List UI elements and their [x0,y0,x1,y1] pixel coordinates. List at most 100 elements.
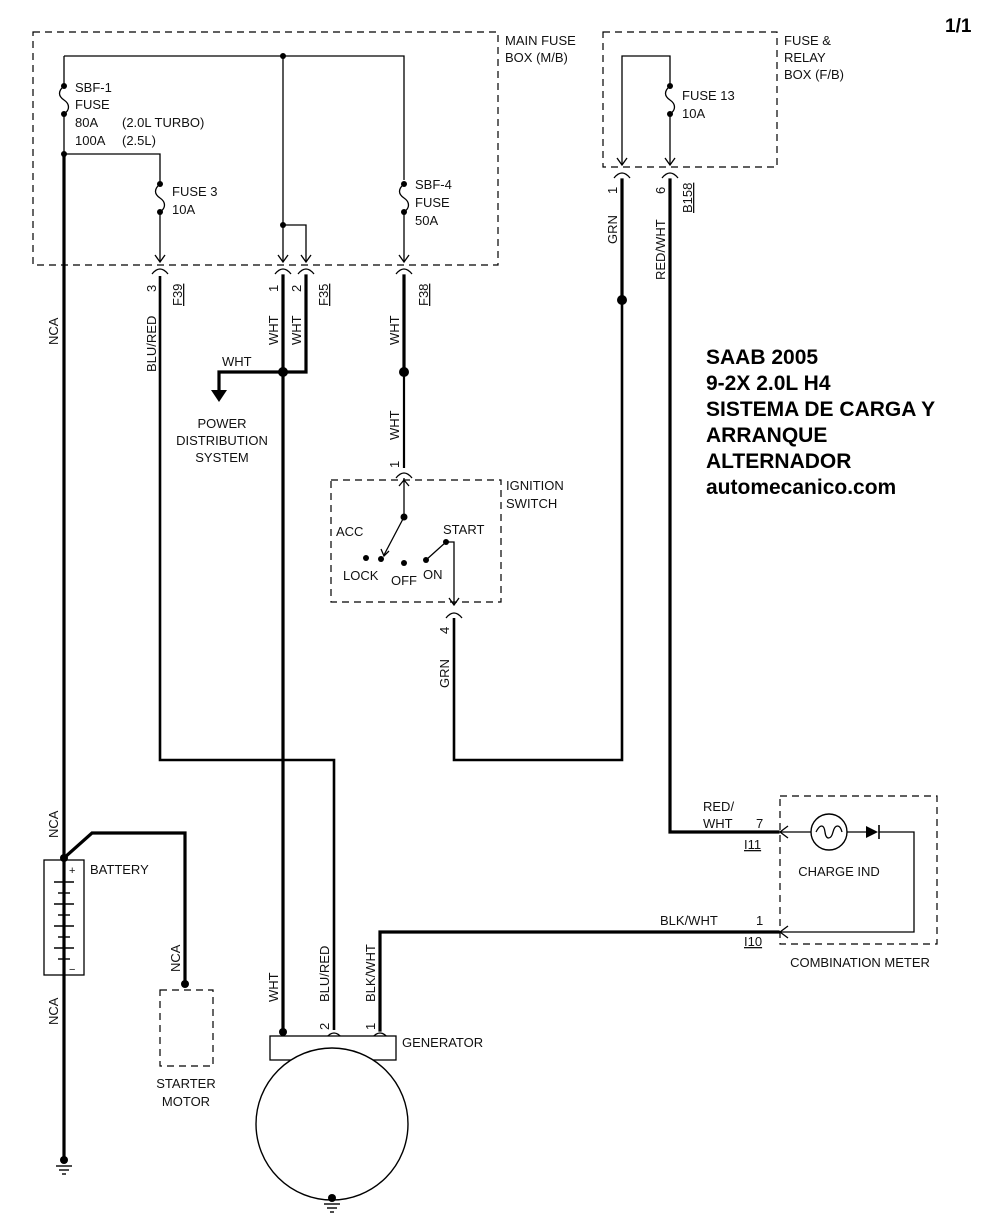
wire-label-grn-top: GRN [605,215,620,244]
fuse-relay-box-label-1: FUSE & [784,33,831,48]
wire-label-wht-branch: WHT [222,354,252,369]
title-line-4: ARRANQUE [706,424,827,447]
mb-connector-symbols [151,268,413,275]
battery-starter-wire [61,831,187,986]
meter-conn-i11: I11 [744,837,761,852]
power-dist-label-1: POWER [197,416,246,431]
title-line-2: 9-2X 2.0L H4 [706,372,831,395]
red-wht-meter-wire [668,178,780,834]
battery-plus: + [69,865,75,877]
fb-pin6-label: 6 [653,187,668,194]
acc-contact-icon [363,555,369,561]
wires [60,152,780,1160]
fuse-relay-box: FUSE & RELAY BOX (F/B) FUSE 13 10A [602,31,844,168]
generator-label: GENERATOR [402,1035,483,1050]
wire-label-grn-ign: GRN [437,659,452,688]
ign-pin-in-label: 1 [387,461,402,468]
fb-connector-symbols [613,172,679,179]
ign-pos-lock: LOCK [343,568,379,583]
battery-minus: − [69,964,75,976]
f39-pin-label: 3 [144,285,159,292]
fuse-relay-box-label-3: BOX (F/B) [784,67,844,82]
wht-power-dist-wire [217,370,285,394]
ignition-switch-outline [330,479,502,603]
wire-label-nca-starter: NCA [168,944,183,972]
sbf1-variant-turbo: (2.0L TURBO) [122,115,204,130]
ignition-switch-blade-icon [383,516,405,556]
title-line-3: SISTEMA DE CARGA Y [706,398,935,421]
grn-ignition-wire [452,300,624,762]
sbf1-fuse-word: FUSE [75,97,110,112]
wire-label-nca-batt: NCA [46,810,61,838]
fuse13-icon [664,83,676,117]
wire-label-blu-red-gen: BLU/RED [317,946,332,1002]
main-fuse-box-label-2: BOX (M/B) [505,50,568,65]
ground-icon [56,1156,72,1175]
f35-pin2-label: 2 [289,285,304,292]
sbf1-rating-100a: 100A [75,133,106,148]
wire-label-wht-2: WHT [289,315,304,345]
meter-pin7-label: 7 [756,816,763,831]
sbf4-fuse-word: FUSE [415,195,450,210]
ign-pos-start: START [443,522,484,537]
fuse3-rating: 10A [172,202,195,217]
wire-label-wht-1: WHT [266,315,281,345]
starter-motor-label-2: MOTOR [162,1094,210,1109]
wire-label-blk-wht-meter: BLK/WHT [660,913,718,928]
wire-label-red-wht-meter-1: RED/ [703,799,734,814]
starter-motor-outline [159,989,214,1067]
title-line-5: ALTERNADOR [706,450,851,473]
ign-pin-out-label: 4 [437,627,452,634]
b158-connector-label: B158 [680,183,695,213]
sbf1-rating-80a: 80A [75,115,98,130]
combination-meter-label: COMBINATION METER [790,955,930,970]
title-line-1: SAAB 2005 [706,346,818,369]
meter-conn-i10: I10 [744,934,762,949]
fuse13-label: FUSE 13 [682,88,735,103]
battery: + − BATTERY [43,859,149,976]
fuse-relay-box-outline [602,31,778,168]
starter-motor-label-1: STARTER [156,1076,215,1091]
blk-wht-meter-wire [378,930,780,1032]
main-fuse-box-outline [32,31,499,266]
page-number: 1/1 [945,16,972,37]
ign-pos-acc: ACC [336,524,363,539]
fuse3-icon [154,181,166,215]
f39-connector-label: F39 [170,284,185,306]
sbf1-label: SBF-1 [75,80,112,95]
starter-motor: STARTER MOTOR [156,989,216,1109]
wire-label-wht-ign: WHT [387,410,402,440]
main-fuse-box: MAIN FUSE BOX (M/B) SBF-1 FUSE 80A 100A … [32,31,576,266]
battery-label: BATTERY [90,862,149,877]
battery-cells-icon [54,881,74,960]
power-dist-arrow-icon [211,390,227,402]
ignition-switch-label-2: SWITCH [506,496,557,511]
f38-connector-label: F38 [416,284,431,306]
power-dist-label-3: SYSTEM [195,450,248,465]
sbf1-fuse-icon [58,83,70,117]
wire-label-red-wht-meter-2: WHT [703,816,733,831]
generator-ground-icon [324,1194,340,1213]
wire-label-nca-ground: NCA [46,997,61,1025]
fuse13-rating: 10A [682,106,705,121]
meter-pin1-label: 1 [756,913,763,928]
wht-loop-wire [281,274,308,374]
wire-label-red-wht-top: RED/WHT [653,219,668,280]
blu-red-wire [158,276,336,1030]
wire-label-wht-f38: WHT [387,315,402,345]
ign-pos-off: OFF [391,573,417,588]
generator-body-icon [255,1047,409,1201]
wire-label-wht-gen: WHT [266,972,281,1002]
lock-contact-icon [378,556,384,562]
sbf4-rating: 50A [415,213,438,228]
wire-label-blk-wht-gen: BLK/WHT [363,944,378,1002]
ignition-switch-label-1: IGNITION [506,478,564,493]
sbf1-variant-25l: (2.5L) [122,133,156,148]
charge-ind-label: CHARGE IND [798,864,880,879]
sbf4-label: SBF-4 [415,177,452,192]
power-dist-label-2: DISTRIBUTION [176,433,268,448]
wire-label-nca-top: NCA [46,317,61,345]
ign-pos-on: ON [423,567,443,582]
charge-indicator-diode-icon [866,826,878,838]
